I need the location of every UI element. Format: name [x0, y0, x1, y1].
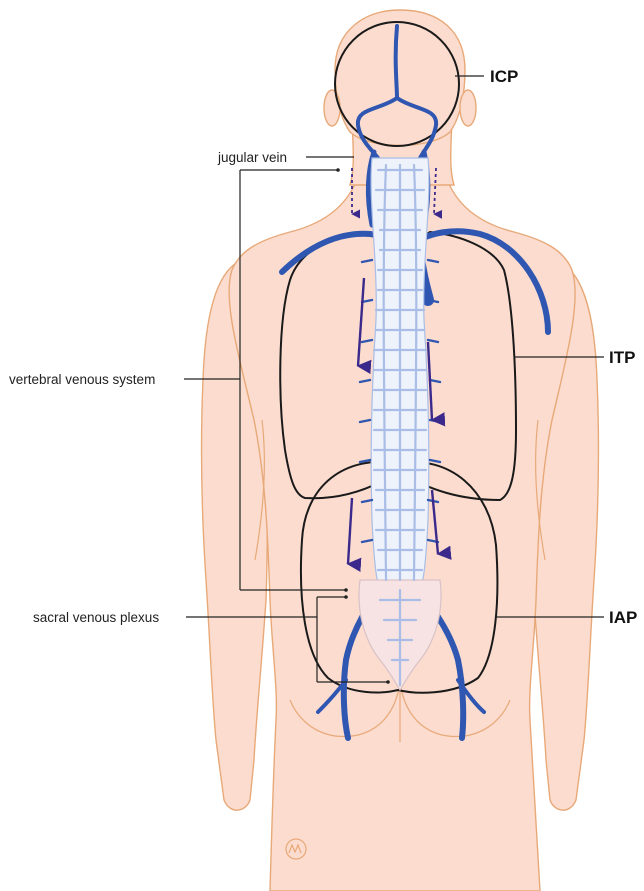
leader-vertebral-dot-top — [336, 168, 340, 172]
leader-vertebral-dot-bottom — [344, 588, 348, 592]
leader-sacral-dot-bottom — [386, 680, 390, 684]
head — [335, 10, 465, 146]
label-iap: IAP — [609, 608, 637, 627]
label-vertebral-venous-system: vertebral venous system — [9, 372, 155, 387]
label-itp: ITP — [609, 348, 635, 367]
label-icp: ICP — [490, 67, 518, 86]
left-ear — [324, 90, 340, 126]
leader-sacral-dot-top — [344, 595, 348, 599]
right-ear — [460, 90, 476, 126]
label-sacral-venous-plexus: sacral venous plexus — [33, 610, 159, 625]
label-jugular-vein: jugular vein — [217, 150, 287, 165]
